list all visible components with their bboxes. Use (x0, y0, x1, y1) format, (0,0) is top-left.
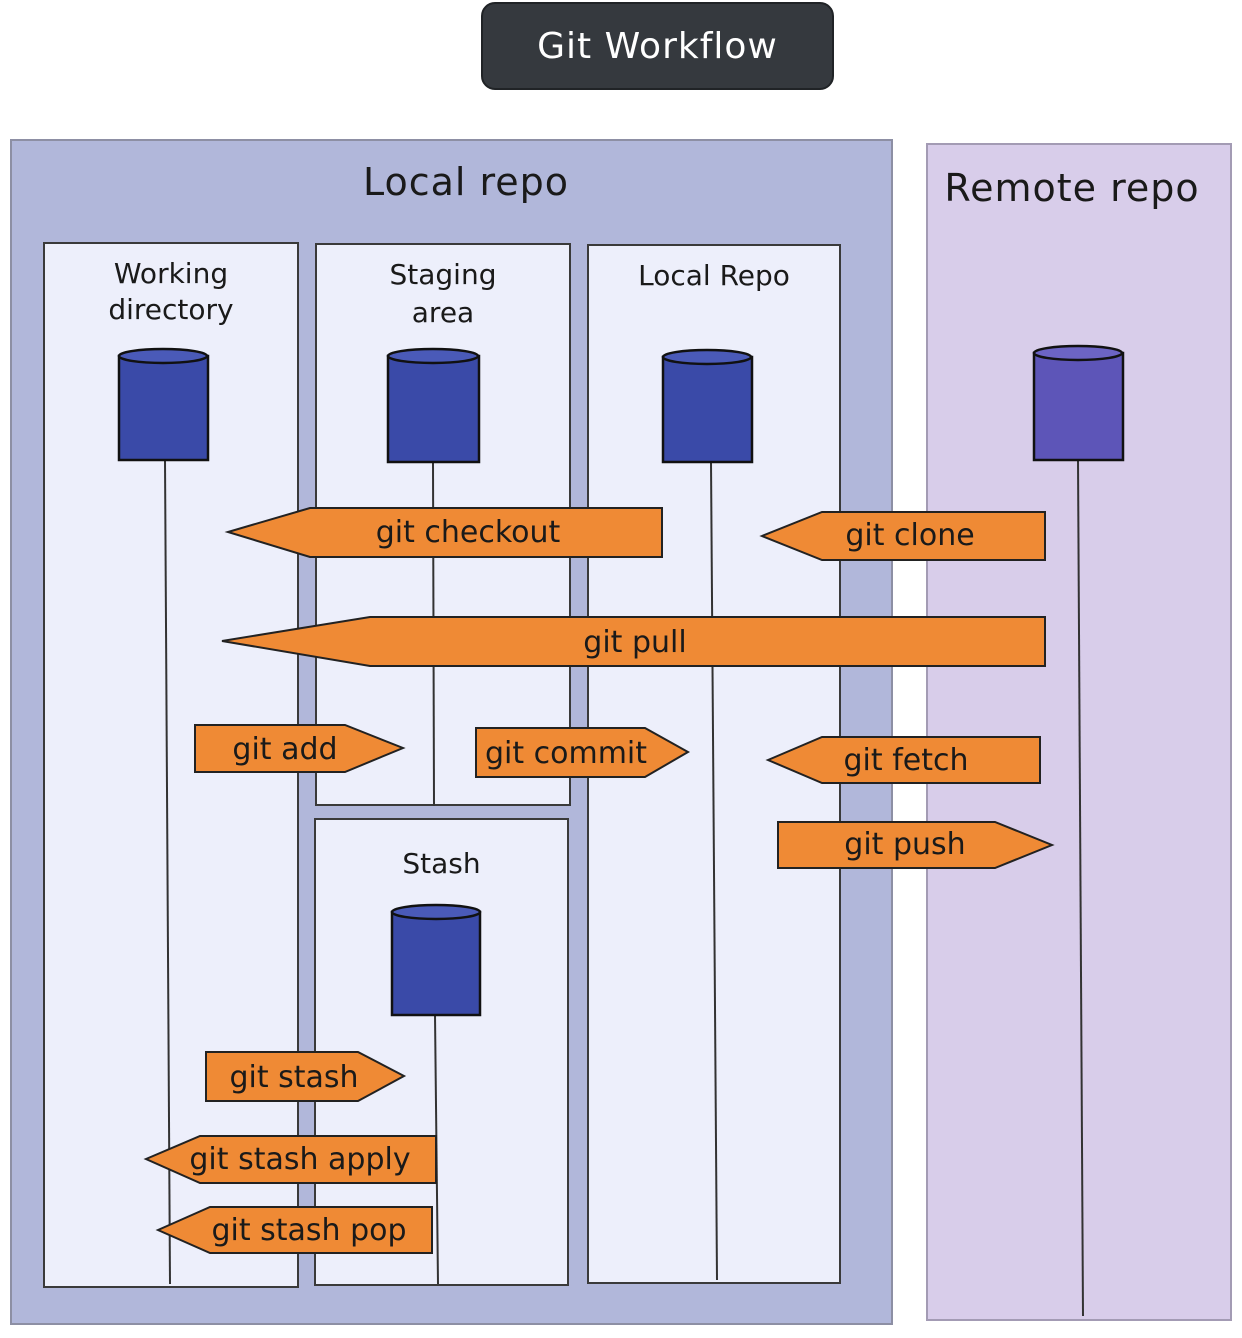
git-pull-label: git pull (583, 625, 686, 660)
git-commit-arrow: git commit (475, 727, 691, 778)
git-pull-arrow: git pull (221, 616, 1046, 667)
git-push-arrow: git push (777, 821, 1055, 869)
git-stash-pop-arrow: git stash pop (155, 1206, 433, 1254)
git-checkout-arrow: git checkout (224, 507, 663, 558)
git-clone-label: git clone (845, 518, 974, 553)
git-stash-label: git stash (229, 1060, 358, 1095)
git-commit-label: git commit (485, 736, 647, 771)
lane-label-stash: Stash (402, 847, 481, 880)
git-clone-arrow: git clone (759, 511, 1046, 561)
lifeline-local-repo (710, 461, 718, 1281)
git-fetch-label: git fetch (844, 743, 969, 778)
stash-database-icon (390, 903, 482, 1017)
working-directory-database-icon (117, 347, 210, 462)
git-push-label: git push (844, 827, 965, 862)
lane-label-working-line1: Working (113, 257, 229, 290)
git-stash-arrow: git stash (205, 1051, 407, 1102)
git-add-arrow: git add (194, 724, 406, 773)
diagram-title: Git Workflow (481, 2, 834, 90)
git-checkout-label: git checkout (376, 515, 561, 550)
lane-label-staging-line2: area (411, 296, 475, 329)
lane-label-working-line2: directory (108, 293, 234, 326)
lifeline-remote-repo (1077, 459, 1084, 1317)
lifeline-working-directory (164, 459, 171, 1285)
git-fetch-arrow: git fetch (765, 736, 1041, 784)
local-repo-database-icon (661, 348, 754, 464)
remote-repo-database-icon (1032, 344, 1125, 462)
staging-area-database-icon (386, 347, 481, 464)
git-stash-pop-label: git stash pop (211, 1213, 406, 1248)
remote-repo-label: Remote repo (944, 166, 1200, 210)
git-stash-apply-label: git stash apply (189, 1142, 410, 1177)
git-stash-apply-arrow: git stash apply (143, 1135, 437, 1184)
lane-label-staging-line1: Staging (389, 258, 497, 291)
lane-label-localrepo: Local Repo (638, 259, 790, 292)
local-repo-label: Local repo (362, 160, 570, 204)
git-add-label: git add (232, 732, 337, 767)
